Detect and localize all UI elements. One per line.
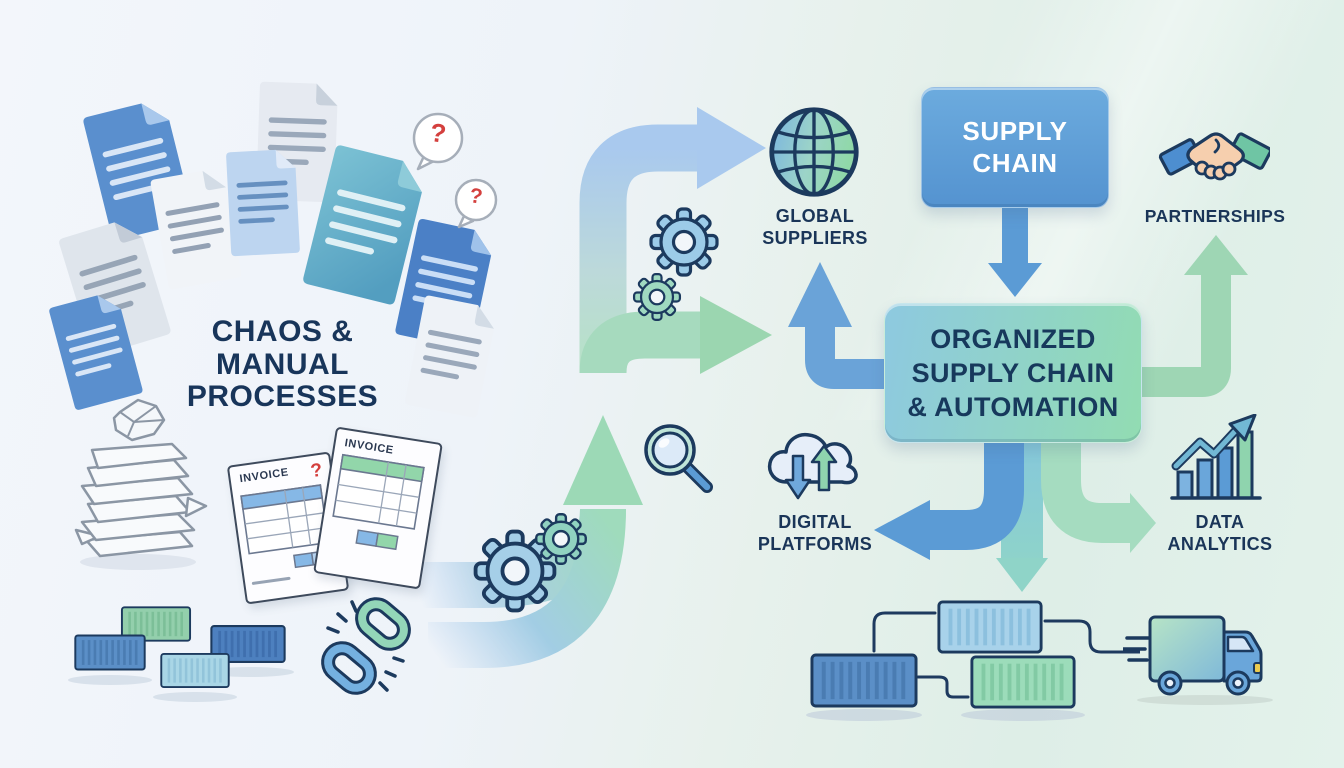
data-analytics-label: DATA ANALYTICS bbox=[1135, 512, 1305, 555]
chaos-title-line: CHAOS & bbox=[211, 315, 354, 348]
supply-chain-box: SUPPLY CHAIN bbox=[921, 87, 1109, 208]
chaos-title-line: MANUAL bbox=[216, 347, 349, 381]
supply-chain-box-label: SUPPLY bbox=[962, 115, 1068, 146]
invoice-title: INVOICE bbox=[238, 466, 290, 486]
handshake-icon bbox=[1158, 132, 1270, 181]
global-suppliers-line: GLOBAL bbox=[775, 206, 855, 226]
cloud-sync-icon bbox=[767, 432, 858, 500]
shipping-container-icon bbox=[806, 600, 1140, 721]
digital-platforms-line: PLATFORMS bbox=[757, 533, 873, 554]
delivery-truck-icon bbox=[1123, 615, 1273, 705]
digital-platforms-label: DIGITAL PLATFORMS bbox=[735, 512, 895, 555]
invoice-icon: INVOICE bbox=[313, 426, 443, 590]
down-arrow-icon bbox=[988, 203, 1042, 297]
data-analytics-line: ANALYTICS bbox=[1167, 533, 1273, 554]
supply-chain-box-label: CHAIN bbox=[972, 147, 1058, 178]
question-bubble-icon: ? bbox=[410, 112, 466, 174]
global-suppliers-line: SUPPLIERS bbox=[762, 227, 868, 248]
global-suppliers-label: GLOBAL SUPPLIERS bbox=[735, 206, 895, 249]
gear-icon bbox=[632, 272, 682, 322]
organized-box-label: & AUTOMATION bbox=[907, 392, 1119, 422]
digital-platforms-line: DIGITAL bbox=[778, 512, 852, 532]
question-bubble-icon: ? bbox=[452, 178, 500, 232]
globe-icon bbox=[769, 107, 859, 197]
document-icon bbox=[217, 146, 309, 260]
shipping-container-icon bbox=[68, 606, 294, 702]
partnerships-line: PARTNERSHIPS bbox=[1144, 206, 1286, 226]
data-analytics-line: DATA bbox=[1195, 512, 1245, 532]
broken-chain-icon bbox=[321, 597, 411, 695]
paper-stack-icon bbox=[74, 398, 208, 570]
question-mark: ? bbox=[309, 459, 324, 483]
bar-chart-icon bbox=[1170, 414, 1262, 500]
flow-arrow-icon bbox=[788, 235, 1248, 592]
partnerships-label: PARTNERSHIPS bbox=[1120, 206, 1310, 227]
organized-box-label: ORGANIZED bbox=[930, 323, 1096, 354]
organized-box-label: SUPPLY CHAIN bbox=[911, 357, 1115, 388]
chaos-title: CHAOS & MANUAL PROCESSES bbox=[170, 315, 395, 414]
magnifier-icon bbox=[644, 424, 713, 493]
chaos-title-line: PROCESSES bbox=[186, 380, 379, 414]
gear-icon bbox=[534, 512, 588, 566]
gear-icon bbox=[648, 206, 720, 278]
organized-supply-chain-box: ORGANIZED SUPPLY CHAIN & AUTOMATION bbox=[884, 303, 1142, 443]
